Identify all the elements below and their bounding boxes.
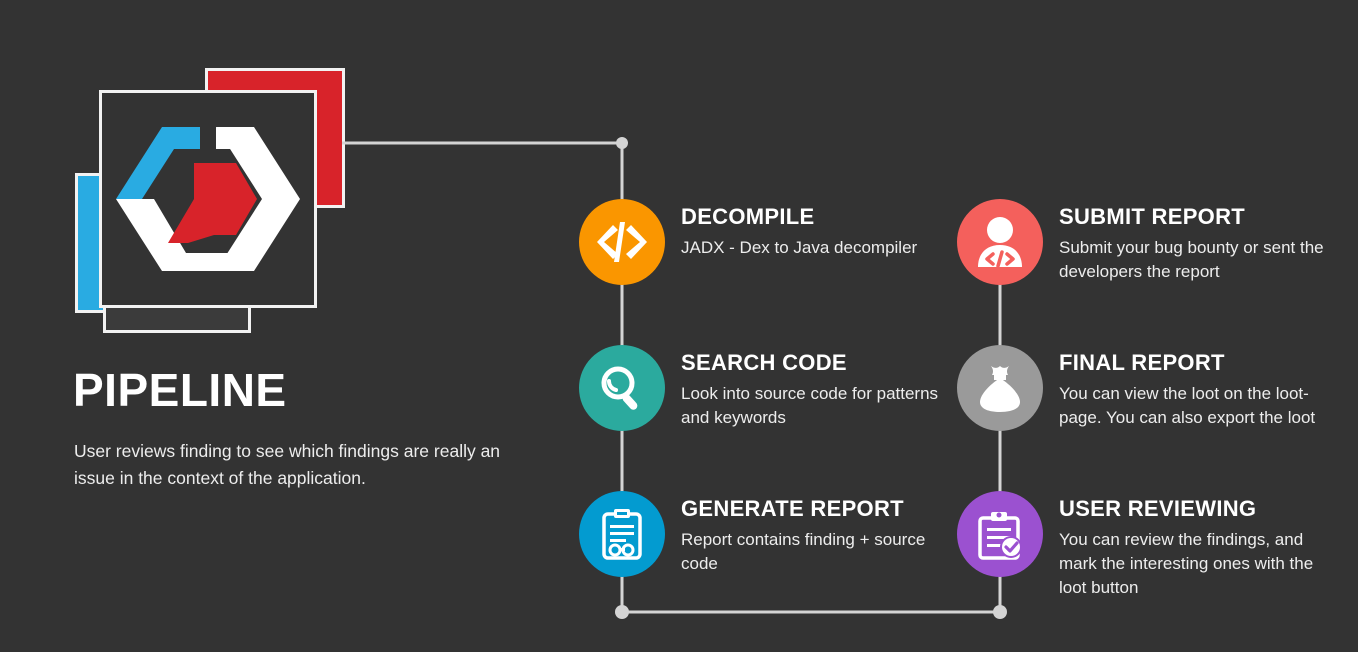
- step-decompile-title: DECOMPILE: [681, 204, 815, 229]
- hexagon-code-logo-icon: [116, 127, 300, 271]
- logo-stack: [75, 68, 355, 343]
- step-decompile-body: DECOMPILE JADX - Dex to Java decompiler: [681, 204, 956, 260]
- step-search-code-badge: [579, 345, 665, 431]
- step-search-code-body: SEARCH CODE Look into source code for pa…: [681, 350, 941, 430]
- page-description: User reviews finding to see which findin…: [74, 441, 501, 489]
- money-bag-icon: [980, 366, 1020, 412]
- step-submit-report-body: SUBMIT REPORT Submit your bug bounty or …: [1059, 204, 1334, 284]
- step-user-reviewing-body: USER REVIEWING You can review the findin…: [1059, 496, 1334, 600]
- step-final-report-badge: [957, 345, 1043, 431]
- step-submit-report-badge: [957, 199, 1043, 285]
- step-final-report-description: You can view the loot on the loot-page. …: [1059, 383, 1316, 427]
- step-user-reviewing-badge: [957, 491, 1043, 577]
- step-user-reviewing-title: USER REVIEWING: [1059, 496, 1257, 521]
- step-search-code-description: Look into source code for patterns and k…: [681, 383, 939, 427]
- step-user-reviewing-description: You can review the findings, and mark th…: [1059, 529, 1314, 597]
- magnifier-icon: [601, 366, 638, 410]
- step-submit-report-description: Submit your bug bounty or sent the devel…: [1059, 237, 1324, 281]
- step-submit-report-title: SUBMIT REPORT: [1059, 204, 1246, 229]
- step-decompile-description: JADX - Dex to Java decompiler: [681, 237, 918, 257]
- code-brackets-icon: [597, 222, 647, 262]
- step-generate-report-description: Report contains finding + source code: [681, 529, 926, 573]
- clipboard-icon: [602, 509, 642, 560]
- step-generate-report-title: GENERATE REPORT: [681, 496, 904, 521]
- step-generate-report-badge: [579, 491, 665, 577]
- page-title: PIPELINE: [73, 364, 287, 416]
- clipboard-check-icon: [978, 512, 1022, 560]
- step-search-code-title: SEARCH CODE: [681, 350, 847, 375]
- step-decompile-badge: [579, 199, 665, 285]
- user-code-icon: [978, 217, 1022, 268]
- step-generate-report-body: GENERATE REPORT Report contains finding …: [681, 496, 941, 576]
- brand-block: PIPELINE User reviews finding to see whi…: [0, 0, 560, 652]
- step-final-report-body: FINAL REPORT You can view the loot on th…: [1059, 350, 1334, 430]
- logo-card-main: [99, 90, 317, 308]
- step-final-report-title: FINAL REPORT: [1059, 350, 1225, 375]
